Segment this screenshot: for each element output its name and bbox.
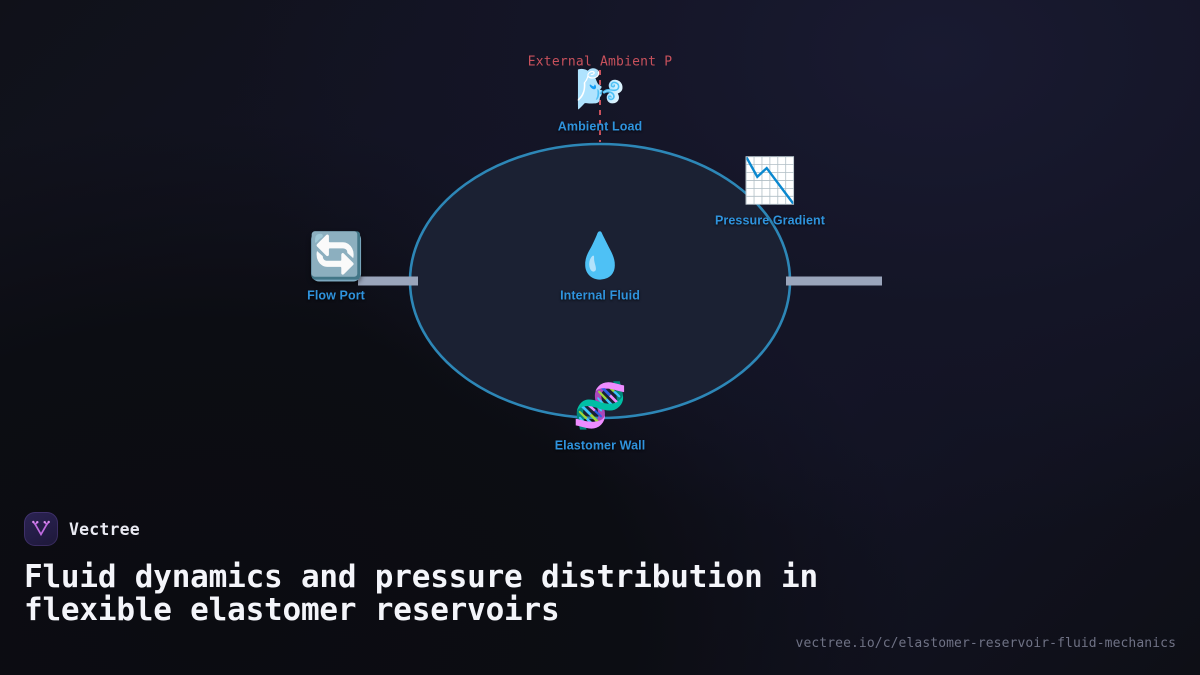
diagram-node-flow-port[interactable]: 🔄 Flow Port	[307, 230, 365, 303]
node-label-internal-fluid: Internal Fluid	[560, 288, 640, 303]
diagram-vector-layer	[358, 70, 882, 420]
footer: Vectree Fluid dynamics and pressure dist…	[0, 495, 1200, 675]
diagram-node-ambient-load[interactable]: 🌬️ Ambient Load	[558, 67, 643, 134]
vectree-logo-icon	[24, 512, 58, 546]
page-title: Fluid dynamics and pressure distribution…	[24, 559, 818, 628]
wind-face-icon: 🌬️	[575, 66, 625, 113]
chart-decreasing-icon: 📉	[742, 155, 798, 207]
node-label-pressure-gradient: Pressure Gradient	[714, 213, 826, 228]
diagram-canvas: External Ambient P 🌬️ Ambient Load 📉 Pre…	[307, 54, 882, 453]
node-label-flow-port: Flow Port	[307, 288, 365, 303]
dna-icon: 🧬	[572, 380, 628, 432]
diagram-node-pressure-gradient[interactable]: 📉 Pressure Gradient	[715, 157, 825, 228]
node-label-ambient-load: Ambient Load	[557, 119, 643, 134]
annotation-external-ambient-p: External Ambient P	[527, 54, 673, 70]
vectree-logo-glyph	[32, 520, 50, 537]
source-url: vectree.io/c/elastomer-reservoir-fluid-m…	[795, 636, 1176, 651]
node-label-elastomer-wall: Elastomer Wall	[554, 438, 646, 453]
diagram-node-internal-fluid[interactable]: 💧 Internal Fluid	[560, 232, 640, 303]
diagram-node-elastomer-wall[interactable]: 🧬 Elastomer Wall	[555, 382, 646, 453]
arrows-counterclockwise-icon: 🔄	[308, 230, 364, 282]
brand: Vectree	[24, 511, 1176, 547]
brand-name: Vectree	[69, 519, 140, 539]
droplet-icon: 💧	[572, 230, 628, 282]
